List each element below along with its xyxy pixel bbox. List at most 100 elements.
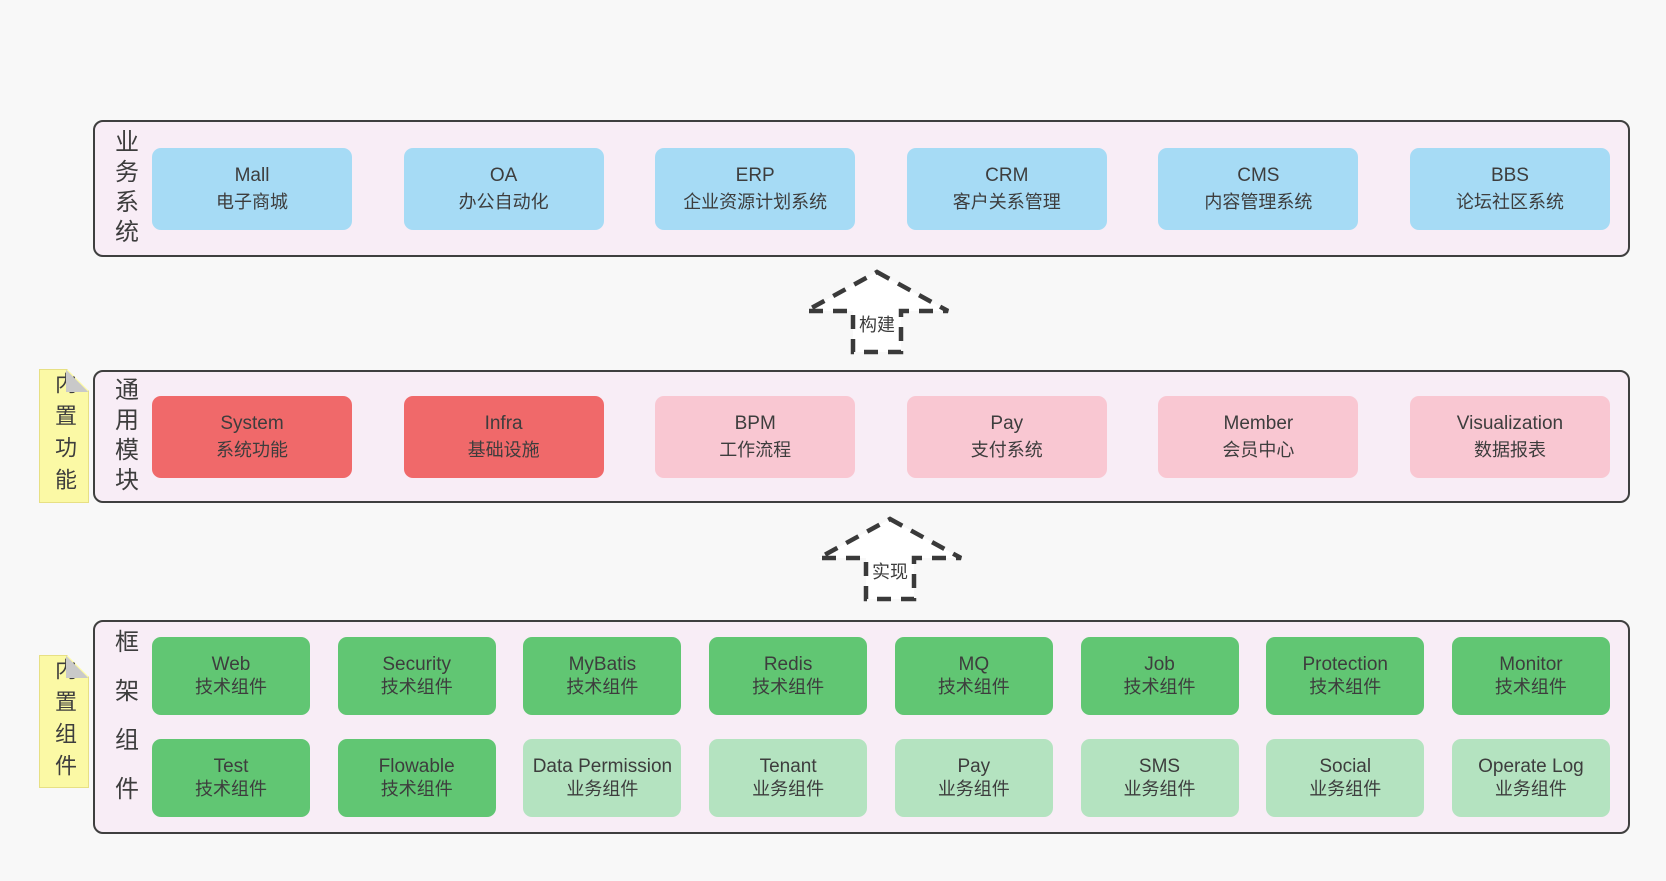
box-title: CRM xyxy=(985,164,1029,186)
box-subtitle: 电子商城 xyxy=(216,191,288,212)
oa-box: OA 办公自动化 xyxy=(403,147,604,230)
box-title: CMS xyxy=(1237,164,1280,186)
bpm-box: BPM 工作流程 xyxy=(655,395,856,478)
box-subtitle: 业务组件 xyxy=(1494,779,1567,799)
erp-box: ERP 企业资源计划系统 xyxy=(655,147,856,230)
mall-box: Mall 电子商城 xyxy=(152,147,352,230)
box-title: MQ xyxy=(958,654,990,675)
pay-box: Pay 支付系统 xyxy=(906,395,1107,478)
box-title: System xyxy=(220,412,284,434)
box-title: Protection xyxy=(1302,654,1388,675)
box-subtitle: 论坛社区系统 xyxy=(1455,191,1564,212)
builtin-components-sticky-note: 内置组件 xyxy=(39,655,89,788)
box-subtitle: 业务组件 xyxy=(566,779,639,799)
box-subtitle: 技术组件 xyxy=(380,677,453,697)
box-subtitle: 业务组件 xyxy=(1123,779,1196,799)
box-subtitle: 技术组件 xyxy=(1123,677,1196,697)
business-systems-panel: 业务系统 Mall 电子商城 OA 办公自动化 ERP 企业资源计划系统 CRM 客户关系管理… xyxy=(93,120,1630,257)
business-systems-label: 业务系统 xyxy=(110,128,138,249)
sticky-note-text: 内置组件 xyxy=(52,657,77,786)
implement-arrow-label: 实现 xyxy=(872,562,908,582)
box-subtitle: 工作流程 xyxy=(719,439,792,460)
builtin-features-sticky-note: 内置功能 xyxy=(39,369,89,503)
crm-box: CRM 客户关系管理 xyxy=(906,147,1107,230)
box-title: Job xyxy=(1144,654,1175,675)
dashed-up-arrow-icon xyxy=(817,516,963,602)
box-title: Operate Log xyxy=(1478,756,1584,777)
box-subtitle: 客户关系管理 xyxy=(952,191,1061,212)
box-subtitle: 技术组件 xyxy=(1494,677,1567,697)
box-subtitle: 会员中心 xyxy=(1222,439,1295,460)
common-modules-label: 通用模块 xyxy=(110,376,138,497)
box-subtitle: 支付系统 xyxy=(970,439,1043,460)
box-title: Visualization xyxy=(1456,412,1564,434)
box-subtitle: 技术组件 xyxy=(566,677,639,697)
box-title: Infra xyxy=(484,412,523,434)
box-subtitle: 技术组件 xyxy=(195,779,267,799)
box-subtitle: 办公自动化 xyxy=(458,191,549,212)
box-title: Member xyxy=(1223,412,1294,434)
box-title: BPM xyxy=(734,412,776,434)
panel-label-column: 框架组件 xyxy=(95,622,152,832)
folded-corner-icon xyxy=(66,656,88,678)
panel-label-column: 通用模块 xyxy=(95,372,152,501)
box-title: SMS xyxy=(1138,756,1181,777)
implement-arrow: 实现 xyxy=(799,513,981,605)
box-title: Flowable xyxy=(378,756,455,777)
box-subtitle: 基础设施 xyxy=(467,439,540,460)
infra-box: Infra 基础设施 xyxy=(403,395,604,478)
box-subtitle: 数据报表 xyxy=(1473,439,1546,460)
box-subtitle: 技术组件 xyxy=(937,677,1010,697)
business-systems-boxes: Mall 电子商城 OA 办公自动化 ERP 企业资源计划系统 CRM 客户关系管理 CMS 内容… xyxy=(152,122,1628,255)
box-title: Web xyxy=(211,654,251,675)
box-title: Tenant xyxy=(759,756,817,777)
box-subtitle: 技术组件 xyxy=(195,677,267,697)
dashed-up-arrow-icon xyxy=(804,269,950,355)
box-subtitle: 业务组件 xyxy=(1309,779,1382,799)
box-title: BBS xyxy=(1490,164,1529,186)
box-title: ERP xyxy=(735,164,775,186)
box-title: Mall xyxy=(234,164,270,186)
build-arrow: 构建 xyxy=(786,266,968,358)
box-subtitle: 内容管理系统 xyxy=(1204,191,1313,212)
box-title: Pay xyxy=(990,412,1024,434)
box-title: Social xyxy=(1319,756,1372,777)
box-title: OA xyxy=(489,164,518,186)
sticky-note-text: 内置功能 xyxy=(52,372,77,500)
cms-box: CMS 内容管理系统 xyxy=(1158,147,1359,230)
box-subtitle: 技术组件 xyxy=(1309,677,1382,697)
box-title: MyBatis xyxy=(568,654,637,675)
bbs-box: BBS 论坛社区系统 xyxy=(1409,147,1610,230)
box-subtitle: 业务组件 xyxy=(937,779,1010,799)
box-title: Pay xyxy=(957,756,991,777)
panel-label-column: 业务系统 xyxy=(95,122,152,255)
box-subtitle: 业务组件 xyxy=(752,779,825,799)
box-title: Data Permission xyxy=(532,756,673,777)
framework-components-label: 框架组件 xyxy=(110,629,138,825)
box-subtitle: 企业资源计划系统 xyxy=(683,191,828,212)
folded-corner-icon xyxy=(66,370,88,392)
member-box: Member 会员中心 xyxy=(1158,395,1359,478)
visualization-box: Visualization 数据报表 xyxy=(1409,395,1610,478)
box-title: Redis xyxy=(763,654,813,675)
